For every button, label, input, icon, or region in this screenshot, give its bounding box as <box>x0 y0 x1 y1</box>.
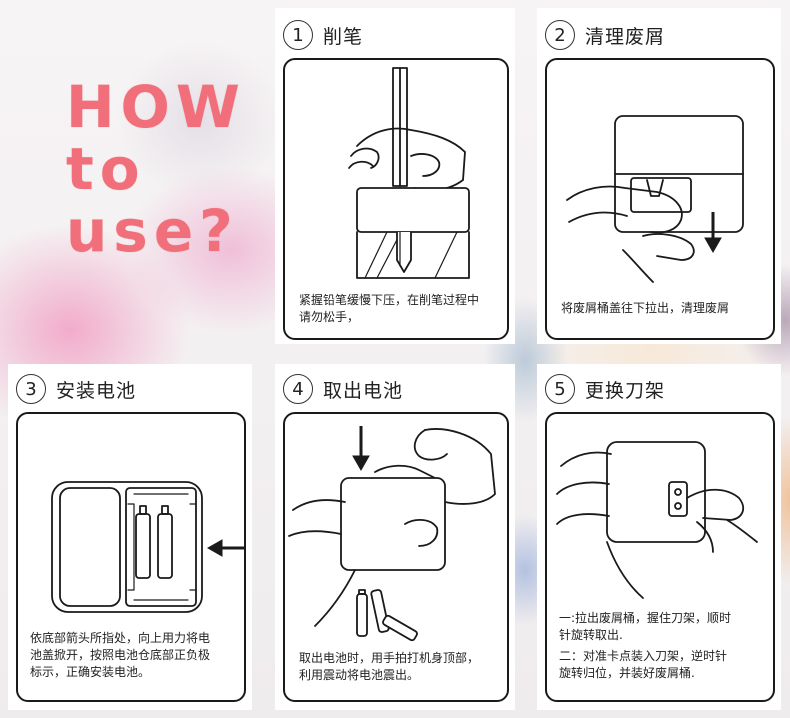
step-3-panel: 3 安装电池 依底部箭头所指处，向上用力将电 池盖掀开 <box>8 364 252 710</box>
step-3-caption-line-1: 依底部箭头所指处，向上用力将电 <box>30 631 211 645</box>
step-4-card: 取出电池时，用手拍打机身顶部， 利用震动将电池震出。 <box>283 412 509 702</box>
step-3-title: 安装电池 <box>56 379 137 402</box>
step-4-caption-line-2: 利用震动将电池震出。 <box>299 668 420 682</box>
step-5-panel: 5 更换刀架 一:拉出废屑桶，握住刀架，顺时 针旋转取出. 二：对准卡点装入刀架… <box>537 364 781 710</box>
step-5-caption: 一:拉出废屑桶，握住刀架，顺时 针旋转取出. 二：对准卡点装入刀架，逆时针 旋转… <box>559 610 771 682</box>
step-1-panel: 1 削笔 紧握铅笔缓慢下压，在削笔过程中 请勿 <box>275 8 515 344</box>
step-5-caption-line-4: 旋转归位，并装好废屑桶. <box>559 666 695 680</box>
step-5-title: 更换刀架 <box>585 379 666 402</box>
step-5-number: 5 <box>545 374 575 404</box>
heading-line-1: HOW <box>66 73 246 141</box>
step-3-caption-line-2: 池盖掀开，按照电池仓底部正负极 <box>30 648 211 662</box>
step-1-title: 削笔 <box>323 25 364 48</box>
step-3-caption-line-3: 标示，正确安装电池。 <box>30 665 151 679</box>
step-4-caption-line-1: 取出电池时，用手拍打机身顶部， <box>299 651 480 665</box>
step-1-caption-line-1: 紧握铅笔缓慢下压，在削笔过程中 <box>299 293 480 307</box>
remove-battery-illustration <box>288 426 496 642</box>
step-2-caption-line-1: 将废屑桶盖往下拉出，清理废屑 <box>561 301 730 315</box>
heading-line-2: to <box>66 135 146 203</box>
step-1-card: 紧握铅笔缓慢下压，在削笔过程中 请勿松手， <box>283 58 509 340</box>
step-1-number: 1 <box>283 20 313 50</box>
install-battery-illustration <box>51 481 244 613</box>
replace-blade-illustration <box>556 441 758 599</box>
step-5-caption-line-3: 二：对准卡点装入刀架，逆时针 <box>559 649 728 663</box>
pencil-sharpen-illustration <box>348 67 470 279</box>
step-3-card: 依底部箭头所指处，向上用力将电 池盖掀开，按照电池仓底部正负极 标示，正确安装电… <box>16 412 246 702</box>
step-4-panel: 4 取出电池 取出电池时，用手 <box>275 364 515 710</box>
step-2-caption: 将废屑桶盖往下拉出，清理废屑 <box>561 300 771 317</box>
step-5-caption-line-1: 一:拉出废屑桶，握住刀架，顺时 <box>559 611 732 625</box>
empty-shavings-illustration <box>566 115 744 283</box>
step-2-number: 2 <box>545 20 575 50</box>
step-2-panel: 2 清理废屑 将废屑桶盖往下拉出，清理废屑 <box>537 8 781 344</box>
heading-line-3: use? <box>66 197 239 265</box>
step-4-number: 4 <box>283 374 313 404</box>
step-5-caption-line-2: 针旋转取出. <box>559 628 623 642</box>
step-3-header: 3 安装电池 <box>16 366 260 412</box>
step-1-caption-line-2: 请勿松手， <box>299 310 360 324</box>
step-4-caption: 取出电池时，用手拍打机身顶部， 利用震动将电池震出。 <box>299 650 505 684</box>
step-5-header: 5 更换刀架 <box>545 366 789 412</box>
step-5-card: 一:拉出废屑桶，握住刀架，顺时 针旋转取出. 二：对准卡点装入刀架，逆时针 旋转… <box>545 412 775 702</box>
step-2-header: 2 清理废屑 <box>545 12 789 58</box>
step-2-title: 清理废屑 <box>585 25 666 48</box>
step-1-caption: 紧握铅笔缓慢下压，在削笔过程中 请勿松手， <box>299 292 504 326</box>
step-3-number: 3 <box>16 374 46 404</box>
step-4-title: 取出电池 <box>323 379 404 402</box>
step-1-header: 1 削笔 <box>283 12 523 58</box>
step-4-header: 4 取出电池 <box>283 366 523 412</box>
step-3-caption: 依底部箭头所指处，向上用力将电 池盖掀开，按照电池仓底部正负极 标示，正确安装电… <box>30 630 242 681</box>
step-2-card: 将废屑桶盖往下拉出，清理废屑 <box>545 58 775 340</box>
how-to-use-heading: HOW to use? <box>66 76 246 262</box>
